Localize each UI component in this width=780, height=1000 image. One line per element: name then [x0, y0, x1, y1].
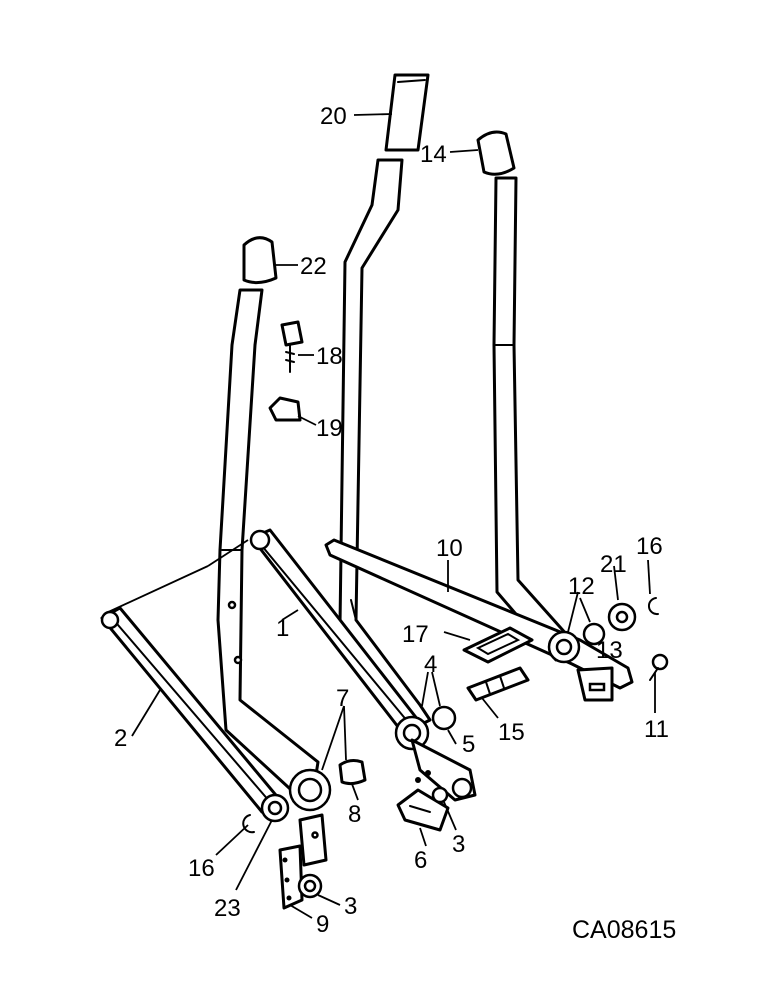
callout-2: 2 — [114, 725, 127, 752]
callout-8: 8 — [348, 801, 361, 828]
callout-23: 23 — [214, 895, 241, 922]
lever-right — [492, 176, 577, 662]
callout-5: 5 — [462, 731, 475, 758]
callout-16-right: 16 — [636, 533, 663, 560]
callout-6: 6 — [414, 847, 427, 874]
lock-17 — [462, 626, 534, 664]
bushing-13 — [582, 622, 606, 646]
pivot-middle — [394, 715, 430, 751]
knob-22 — [242, 236, 278, 285]
bolt-3a — [415, 770, 449, 804]
drawing-code: CA08615 — [572, 916, 676, 944]
callout-22: 22 — [300, 253, 327, 280]
callout-20: 20 — [320, 103, 347, 130]
bushing-5 — [431, 705, 457, 731]
bracket-9 — [278, 844, 304, 910]
pivot-left-lower — [260, 793, 290, 823]
callout-1: 1 — [276, 615, 289, 642]
callout-9: 9 — [316, 911, 329, 938]
callout-4: 4 — [424, 651, 437, 678]
callout-13: 13 — [596, 637, 623, 664]
callout-21: 21 — [600, 551, 627, 578]
bracket-right — [576, 666, 614, 702]
clip-18 — [280, 320, 304, 373]
clip-16-right — [647, 597, 659, 616]
lever-middle — [338, 158, 432, 732]
callout-19: 19 — [316, 415, 343, 442]
plate-6 — [396, 788, 450, 832]
callout-16-left: 16 — [188, 855, 215, 882]
bushing-8 — [338, 759, 367, 786]
callout-15: 15 — [498, 719, 525, 746]
block-19 — [268, 396, 302, 422]
callout-7: 7 — [336, 685, 349, 712]
leader-lines — [103, 113, 656, 919]
spring-15 — [466, 666, 530, 702]
callout-3-lower: 3 — [344, 893, 357, 920]
callout-12: 12 — [568, 573, 595, 600]
callout-3-upper: 3 — [452, 831, 465, 858]
pivot-right — [547, 630, 581, 664]
callout-11: 11 — [644, 716, 669, 743]
bracket-middle — [410, 738, 477, 802]
bolt-11 — [649, 653, 669, 681]
callout-18: 18 — [316, 343, 343, 370]
knob-14 — [476, 130, 516, 176]
link-1 — [249, 528, 420, 734]
clip-16-left — [242, 814, 255, 834]
washer-21 — [607, 602, 637, 632]
callout-14: 14 — [420, 141, 447, 168]
callout-17: 17 — [402, 621, 429, 648]
knob-20 — [384, 73, 430, 152]
callout-10: 10 — [436, 535, 463, 562]
bolt-3b — [297, 873, 323, 899]
latch-plate — [298, 813, 328, 867]
pivot-left — [288, 768, 332, 812]
